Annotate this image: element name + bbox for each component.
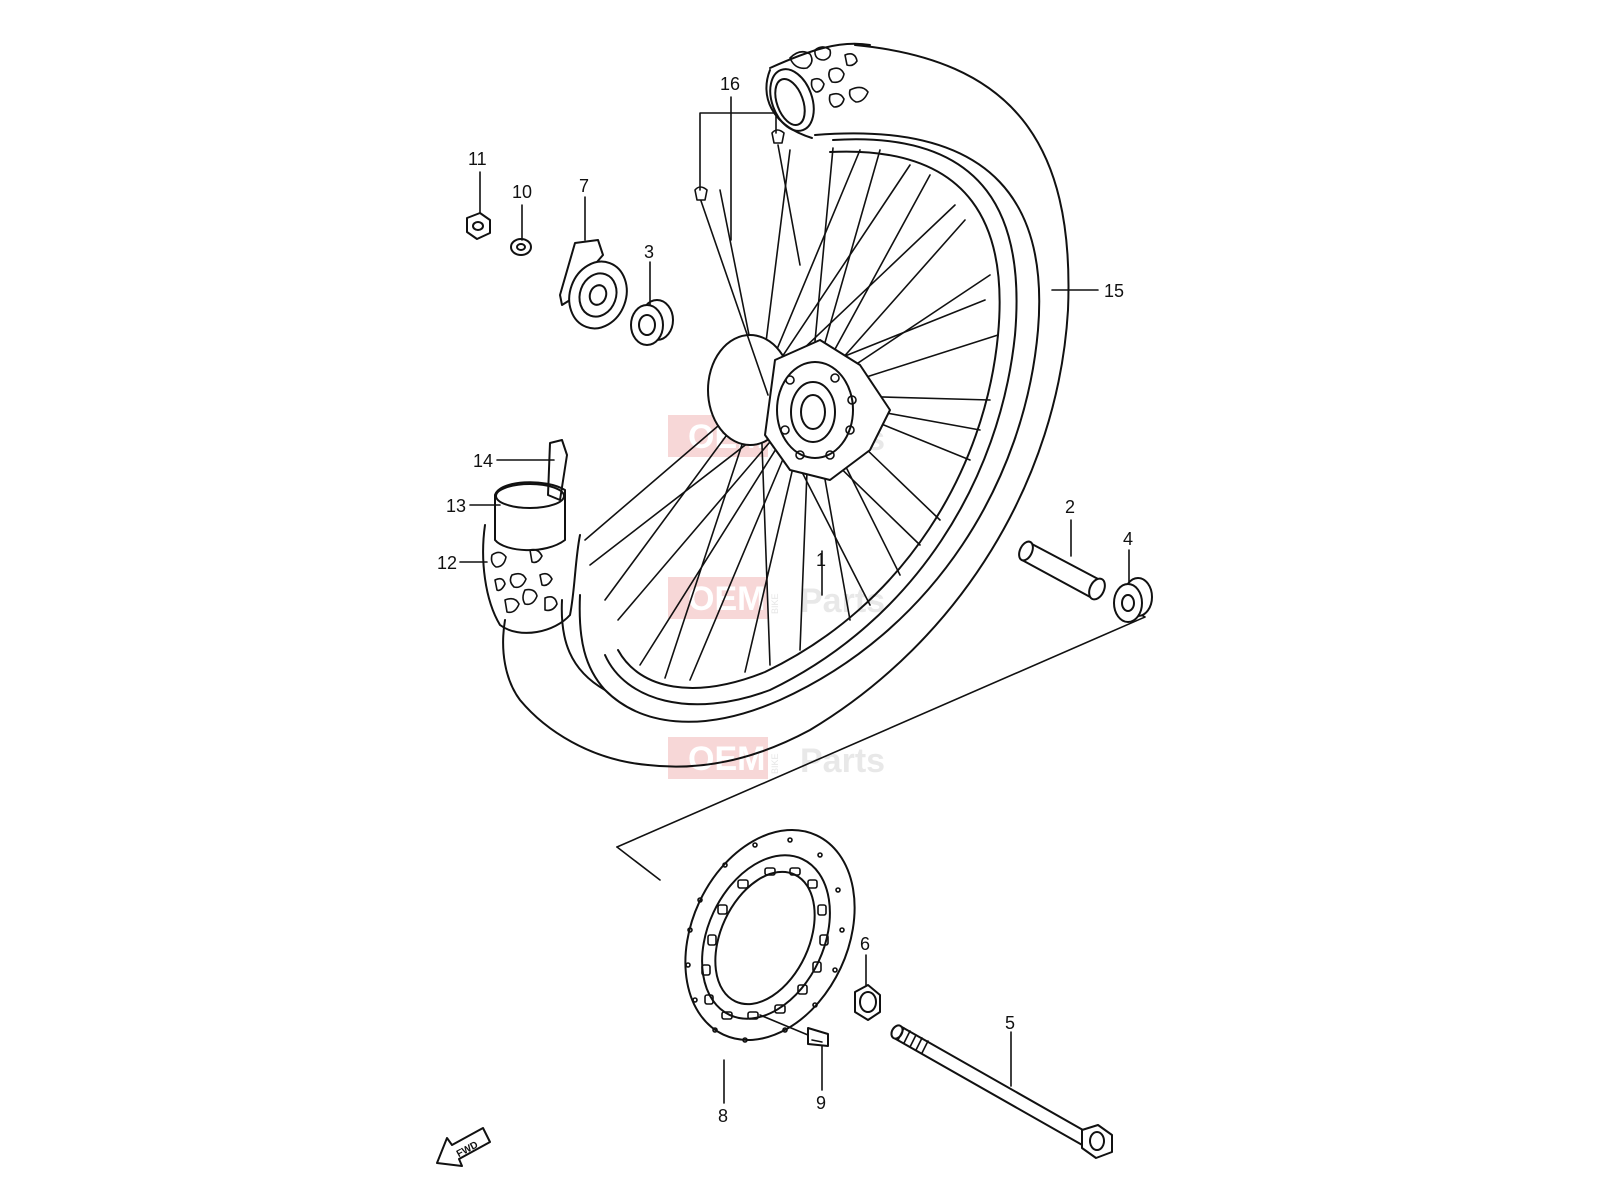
part-7-gearbox (559, 239, 628, 330)
part-9-bolt (759, 1014, 829, 1047)
fwd-arrow: FWD (436, 1127, 491, 1167)
callout-10: 10 (512, 182, 532, 202)
svg-text:BIKE: BIKE (770, 753, 780, 774)
part-8-brake-disc (684, 828, 856, 1043)
watermark-bottom: OEM BIKE Parts (668, 737, 885, 780)
part-4-bearing (1113, 577, 1153, 623)
callout-15: 15 (1104, 281, 1124, 301)
callout-11: 11 (468, 149, 487, 169)
part-10-washer (510, 238, 532, 256)
callout-5: 5 (1005, 1013, 1015, 1033)
callout-13: 13 (446, 496, 466, 516)
tire (502, 42, 1070, 768)
callout-4: 4 (1123, 529, 1133, 549)
callout-7: 7 (579, 176, 589, 196)
part-5-axle (890, 1024, 1113, 1159)
callout-14: 14 (473, 451, 493, 471)
leader-lines (459, 96, 1130, 1104)
callout-9: 9 (816, 1093, 826, 1113)
part-2-spacer (1018, 540, 1106, 601)
callout-3: 3 (644, 242, 654, 262)
svg-text:OEM: OEM (688, 740, 765, 778)
part-6-collar (854, 984, 881, 1021)
callout-labels: 1 2 3 4 5 6 7 8 9 10 11 12 13 14 15 16 (437, 74, 1133, 1126)
part-11-nut (466, 212, 491, 240)
svg-text:Parts: Parts (800, 582, 885, 620)
callout-8: 8 (718, 1106, 728, 1126)
callout-2: 2 (1065, 497, 1075, 517)
callout-16: 16 (720, 74, 740, 94)
svg-text:OEM: OEM (688, 580, 765, 618)
callout-1: 1 (816, 550, 826, 570)
tire-cut-section (482, 439, 581, 634)
part-3-bearing (630, 299, 674, 346)
part-16-spoke (694, 129, 801, 396)
callout-12: 12 (437, 553, 457, 573)
watermark-middle: OEM BIKE Parts (668, 577, 885, 620)
hub (707, 334, 891, 481)
callout-6: 6 (860, 934, 870, 954)
svg-text:BIKE: BIKE (770, 593, 780, 614)
